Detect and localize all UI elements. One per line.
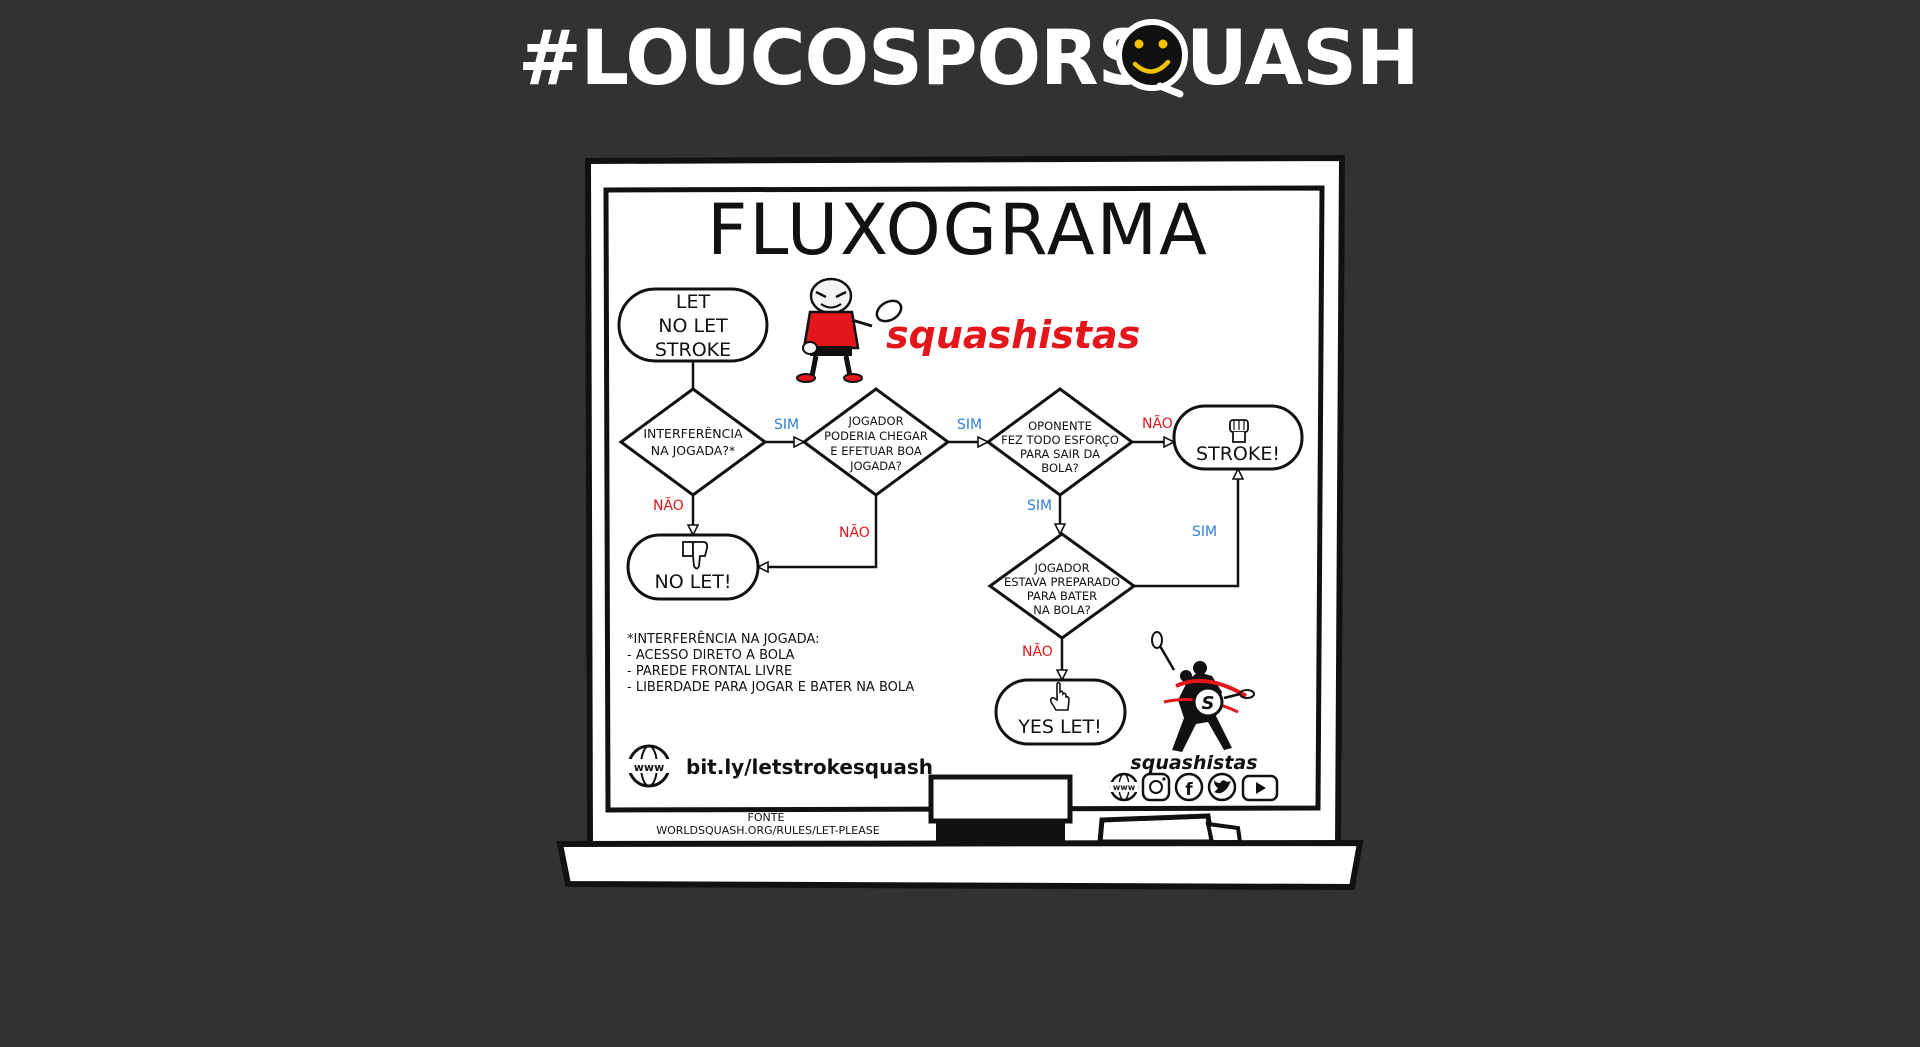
facebook-icon[interactable]: f bbox=[1174, 772, 1204, 802]
svg-text:f: f bbox=[1185, 780, 1193, 800]
footnote-item: - PAREDE FRONTAL LIVRE bbox=[627, 664, 792, 679]
source-label: FONTE bbox=[748, 811, 785, 824]
brand-name-top: squashistas bbox=[886, 313, 1140, 357]
link-url[interactable]: bit.ly/letstrokesquash bbox=[686, 755, 933, 779]
header-title-suffix: UASH bbox=[1186, 13, 1419, 102]
svg-text:STROKE!: STROKE! bbox=[1196, 443, 1280, 465]
page-header: #LOUCOSPORS UASH bbox=[518, 13, 1420, 102]
source-url: WORLDSQUASH.ORG/RULES/LET-PLEASE bbox=[656, 824, 880, 837]
footnote-title: *INTERFERÊNCIA NA JOGADA: bbox=[627, 631, 819, 647]
svg-text:E EFETUAR BOA: E EFETUAR BOA bbox=[830, 444, 922, 458]
board-inner-frame bbox=[603, 185, 1325, 813]
result-stroke: STROKE! bbox=[1172, 404, 1304, 471]
social-icons: www f bbox=[1109, 772, 1279, 802]
svg-text:JOGADOR: JOGADOR bbox=[847, 414, 903, 428]
decision-interferencia: INTERFERÊNCIA NA JOGADA?* bbox=[618, 387, 768, 497]
footnote: *INTERFERÊNCIA NA JOGADA: - ACESSO DIRET… bbox=[627, 631, 914, 695]
svg-text:OPONENTE: OPONENTE bbox=[1028, 419, 1092, 433]
board-tray bbox=[556, 839, 1364, 891]
label-nao-1: NÃO bbox=[1142, 415, 1173, 432]
svg-text:LET: LET bbox=[676, 291, 711, 313]
edge-preparado-sim bbox=[1134, 469, 1238, 588]
whiteboard bbox=[556, 154, 1364, 891]
svg-text:FEZ TODO ESFORÇO: FEZ TODO ESFORÇO bbox=[1001, 433, 1119, 447]
label-nao-4: NÃO bbox=[1022, 643, 1053, 660]
thumbs-down-icon bbox=[682, 541, 709, 570]
twitter-icon[interactable] bbox=[1207, 772, 1237, 802]
svg-text:JOGADOR: JOGADOR bbox=[1033, 561, 1089, 575]
footnote-item: - ACESSO DIRETO A BOLA bbox=[627, 648, 795, 663]
svg-text:NA BOLA?: NA BOLA? bbox=[1033, 603, 1091, 617]
smiley-ball-icon bbox=[1116, 19, 1188, 98]
decision-oponente: OPONENTE FEZ TODO ESFORÇO PARA SAIR DA B… bbox=[985, 387, 1135, 497]
eraser bbox=[928, 774, 1073, 824]
marker-pen bbox=[1097, 813, 1215, 845]
svg-text:NO LET!: NO LET! bbox=[654, 571, 731, 593]
globe-www-icon: www bbox=[627, 744, 671, 788]
connectors bbox=[693, 361, 1238, 680]
svg-text:NA JOGADA?*: NA JOGADA?* bbox=[651, 443, 735, 458]
svg-text:YES LET!: YES LET! bbox=[1017, 716, 1102, 738]
pointer-hand-icon bbox=[1050, 681, 1070, 711]
squash-players-logo: S bbox=[1151, 631, 1255, 752]
svg-text:PARA SAIR DA: PARA SAIR DA bbox=[1020, 447, 1100, 461]
node-start: LET NO LET STROKE bbox=[617, 287, 769, 363]
result-no-let: NO LET! bbox=[626, 533, 760, 601]
label-nao-3: NÃO bbox=[839, 524, 870, 541]
edge-chegar-nao bbox=[758, 495, 878, 567]
decision-preparado: JOGADOR ESTAVA PREPARADO PARA BATER NA B… bbox=[987, 532, 1137, 640]
svg-text:S: S bbox=[1202, 693, 1215, 714]
brand-name-bottom: squashistas bbox=[1130, 752, 1257, 774]
fist-icon bbox=[1229, 419, 1249, 443]
youtube-icon[interactable] bbox=[1241, 774, 1279, 802]
footnote-item: - LIBERDADE PARA JOGAR E BATER NA BOLA bbox=[627, 680, 914, 695]
svg-text:STROKE: STROKE bbox=[655, 339, 731, 361]
svg-text:ESTAVA PREPARADO: ESTAVA PREPARADO bbox=[1004, 575, 1120, 589]
label-sim-3: SIM bbox=[1027, 498, 1052, 514]
board-title: FLUXOGRAMA bbox=[707, 189, 1209, 271]
label-sim-2: SIM bbox=[957, 417, 982, 433]
svg-text:NO LET: NO LET bbox=[658, 315, 728, 337]
svg-text:PARA BATER: PARA BATER bbox=[1027, 589, 1097, 603]
instagram-icon[interactable] bbox=[1141, 772, 1171, 802]
eraser-base bbox=[936, 821, 1065, 843]
svg-text:INTERFERÊNCIA: INTERFERÊNCIA bbox=[643, 426, 743, 441]
label-sim-1: SIM bbox=[774, 417, 799, 433]
squash-ball-mascot bbox=[796, 277, 903, 383]
result-yes-let: YES LET! bbox=[994, 678, 1127, 746]
label-nao-2: NÃO bbox=[653, 497, 684, 514]
svg-text:JOGADA?: JOGADA? bbox=[849, 459, 902, 473]
svg-text:www: www bbox=[634, 761, 665, 774]
svg-text:PODERIA CHEGAR: PODERIA CHEGAR bbox=[824, 429, 928, 443]
header-title-prefix: #LOUCOSPORS bbox=[518, 13, 1151, 102]
globe-www-icon[interactable]: www bbox=[1109, 772, 1139, 802]
label-sim-4: SIM bbox=[1192, 524, 1217, 540]
svg-text:BOLA?: BOLA? bbox=[1041, 461, 1078, 475]
svg-text:www: www bbox=[1113, 783, 1136, 792]
